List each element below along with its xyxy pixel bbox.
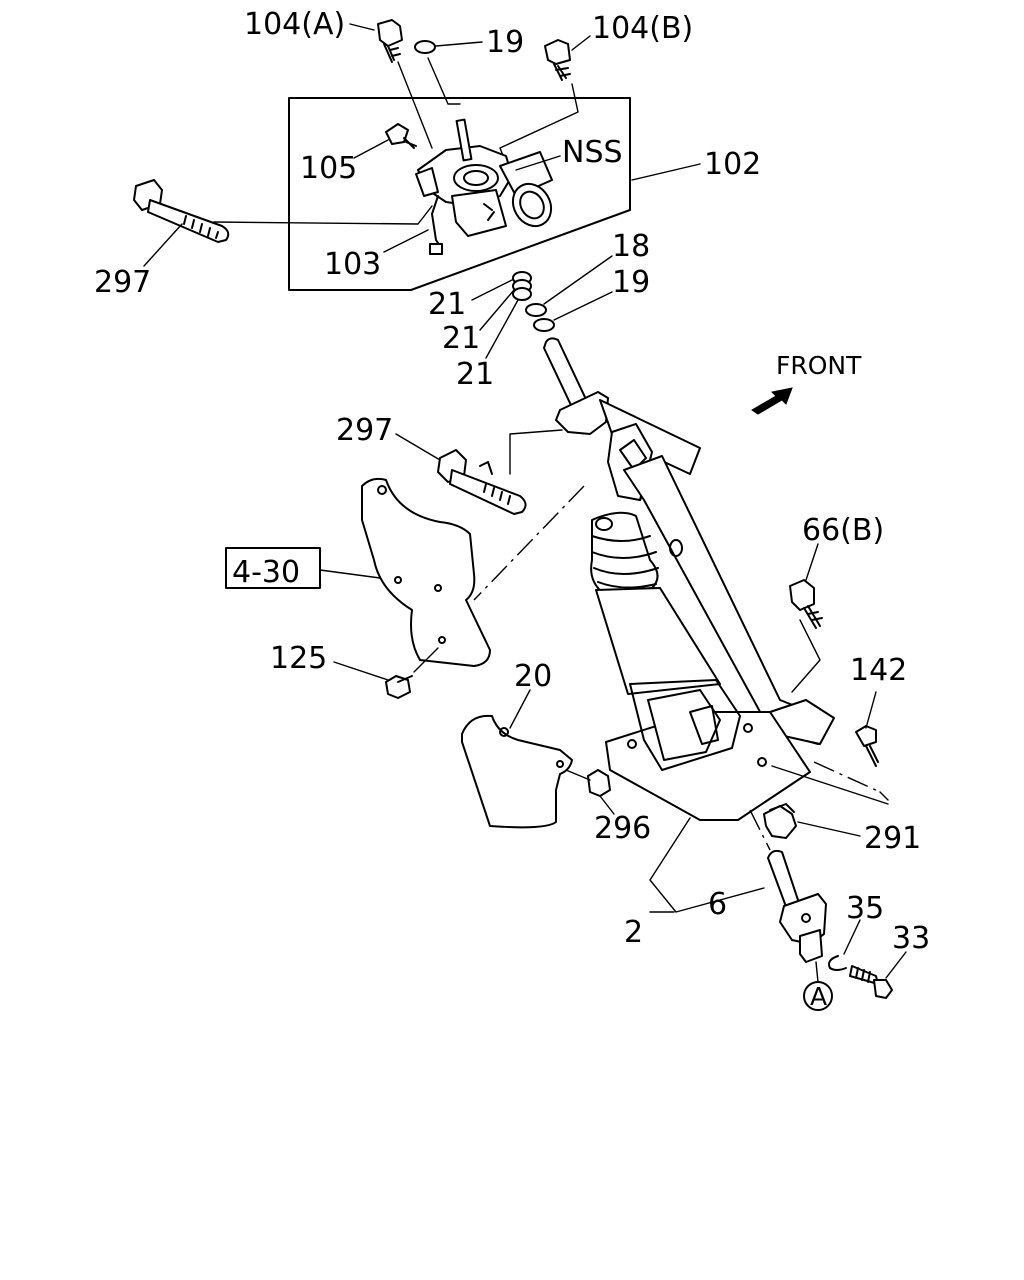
label-35: 35	[846, 891, 884, 926]
screw-105	[385, 123, 417, 149]
label-125: 125	[270, 641, 327, 676]
label-21-b: 21	[442, 321, 480, 356]
label-33: 33	[892, 921, 930, 956]
label-104a: 104(A)	[244, 7, 345, 42]
label-6: 6	[708, 887, 727, 922]
screw-125	[385, 675, 413, 699]
label-front: FRONT	[776, 351, 862, 380]
clip-291	[763, 803, 797, 839]
label-21-c: 21	[456, 357, 494, 392]
bolt-104a	[377, 19, 403, 63]
label-297-mid: 297	[336, 413, 393, 448]
snap-ring-35	[828, 955, 847, 971]
label-104b: 104(B)	[592, 11, 693, 46]
label-18: 18	[612, 229, 650, 264]
label-103: 103	[324, 247, 381, 282]
label-102: 102	[704, 147, 761, 182]
bolt-104b	[544, 39, 571, 81]
label-142: 142	[850, 653, 907, 688]
front-direction-arrow-icon	[751, 387, 793, 415]
cable-tie-297-top	[133, 179, 230, 243]
label-19-mid: 19	[612, 265, 650, 300]
label-4-30: 4-30	[232, 555, 300, 590]
assembly-box-102	[288, 97, 631, 291]
label-21-a: 21	[428, 287, 466, 322]
ring-19-mid	[533, 318, 555, 332]
column-cover-4-30	[361, 477, 491, 667]
ref-box-4-30	[225, 547, 321, 589]
bolt-33	[849, 965, 893, 999]
lower-shaft-6	[767, 849, 827, 963]
label-nss: NSS	[562, 135, 623, 170]
label-291: 291	[864, 821, 921, 856]
bolt-66b	[789, 579, 823, 629]
label-circle-a: A	[810, 982, 827, 1011]
clip-296	[587, 769, 611, 797]
label-297-top: 297	[94, 265, 151, 300]
washer-stack-21	[512, 271, 532, 301]
steering-lock-housing	[415, 118, 553, 255]
bracket-20	[461, 714, 573, 829]
label-2: 2	[624, 915, 643, 950]
steering-column-assembly-2	[543, 337, 835, 821]
label-20: 20	[514, 659, 552, 694]
ring-19-top	[414, 40, 436, 54]
label-19-top: 19	[486, 25, 524, 60]
label-105: 105	[300, 151, 357, 186]
label-66b: 66(B)	[802, 513, 884, 548]
screw-142	[855, 725, 879, 767]
washer-18	[525, 303, 547, 317]
cable-tie-297-mid	[437, 449, 527, 515]
label-296: 296	[594, 811, 651, 846]
